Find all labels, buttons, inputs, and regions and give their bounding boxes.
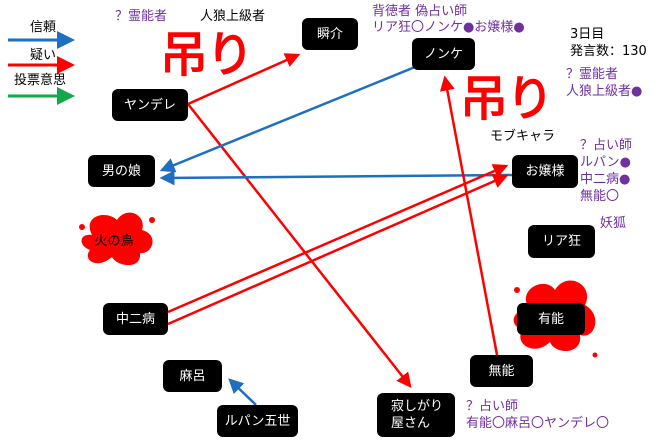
annotation-yandere-rank: 人狼上級者 [200,9,266,24]
legend-vote-label: 投票意思 [14,73,67,88]
arrow-chuunibyou-ojousama-2 [167,174,509,326]
annotation-ojou-result-1: ルパン● [580,155,631,170]
node-otokonoko[interactable]: 男の娘 [88,155,155,187]
arrow-ojousama-otokonoko [159,170,513,186]
annotation-bottom-results: 有能〇麻呂〇ヤンデレ〇 [466,416,610,431]
node-munou[interactable]: 無能 [470,355,533,387]
annotation-ojou-role: ？占い師 [580,138,633,153]
node-nonke[interactable]: ノンケ [412,38,475,70]
node-sabishigari[interactable]: 寂しがり 屋さん [377,393,455,437]
node-yandere[interactable]: ヤンデレ [112,89,188,121]
node-yuunou[interactable]: 有能 [517,303,585,335]
node-sabishigari-line1: 寂しがり [391,399,444,414]
annotation-fox: 妖狐 [600,216,627,231]
node-maro[interactable]: 麻呂 [163,360,222,392]
arrow-yandere-shunsuke [187,53,301,106]
annotation-nonke-role: 背徳者 偽占い師 [372,4,468,19]
annotation-yandere-role: ？霊能者 [115,9,168,24]
node-sabishigari-line2: 屋さん [391,416,431,431]
annotation-ojou-result-2: 中二病● [580,172,631,187]
blood-splatter-icon [79,212,155,266]
post-count: 発言数：130 [570,44,647,59]
annotation-mob: モブキャラ [490,129,556,144]
hang-mark-1: 吊り [160,27,254,83]
node-lupin[interactable]: ルパン五世 [217,405,298,437]
node-chuunibyou[interactable]: 中二病 [103,303,168,335]
annotation-bottom-role: ？占い師 [466,399,519,414]
annotation-ojou-result-3: 無能〇 [580,189,620,204]
node-riakyou[interactable]: リア狂 [528,225,595,258]
node-hinotori[interactable]: 火の鳥 [94,234,134,249]
annotation-right-rank: 人狼上級者● [566,84,643,99]
hang-mark-2: 吊り [460,71,554,127]
legend-doubt-label: 疑い [30,48,57,63]
arrow-yandere-sabishigari [187,103,412,388]
day-counter: 3日目 [570,27,605,42]
arrow-munou-nonke [439,75,499,356]
arrow-lupin-maro [228,378,257,406]
legend-trust-label: 信頼 [30,20,57,35]
node-ojousama[interactable]: お嬢様 [512,155,578,188]
node-shunsuke[interactable]: 瞬介 [302,18,358,50]
annotation-nonke-results: リア狂〇ノンケ●お嬢様● [372,20,525,35]
arrow-chuunibyou-ojousama-1 [167,164,509,314]
annotation-right-role: ？霊能者 [566,67,619,82]
arrow-nonke-otokonoko [159,65,416,173]
